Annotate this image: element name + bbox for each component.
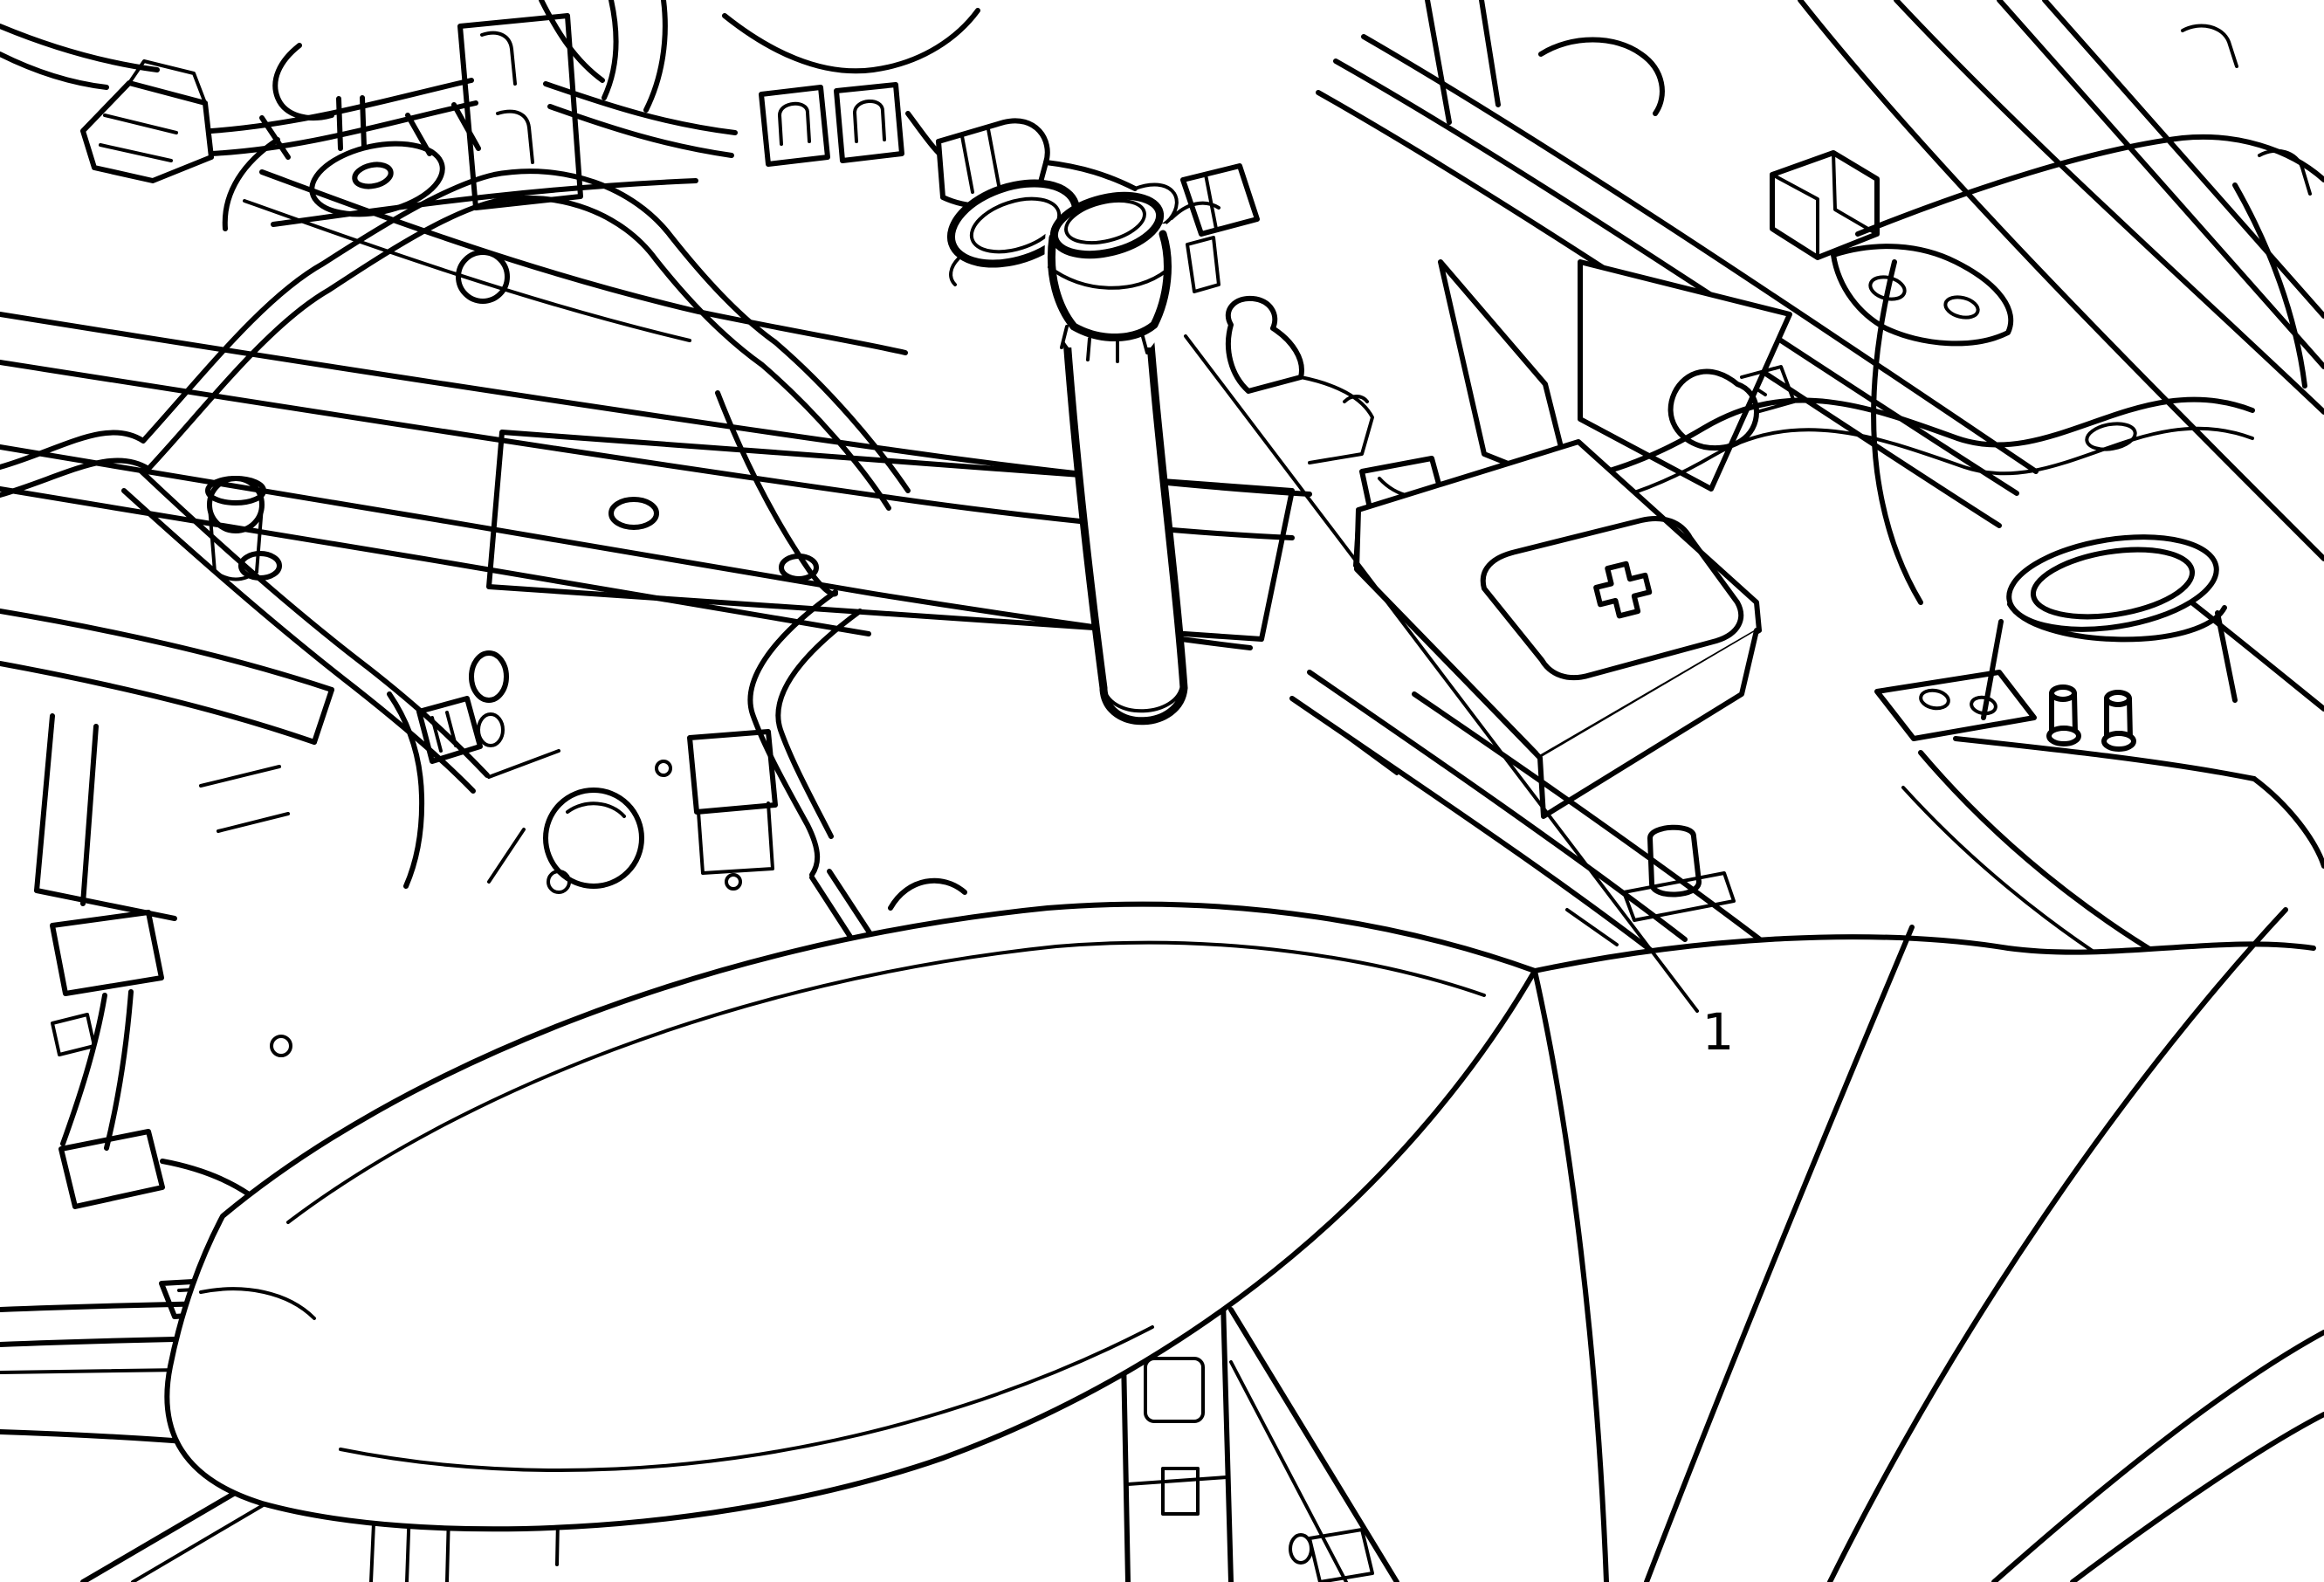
left-hose-loop <box>0 169 911 794</box>
filler-cap-open-lid <box>946 179 1081 286</box>
headlamp-assembly <box>164 901 1537 1532</box>
filler-cap <box>1044 191 1220 363</box>
fan-pulley-cluster <box>222 13 908 355</box>
cowl-panel <box>1316 0 2039 528</box>
callout-1-label: 1 <box>1702 1002 1735 1062</box>
engine-cluster <box>387 390 967 954</box>
left-lower-bracketry <box>0 609 334 1216</box>
front-fender <box>1532 907 2324 1582</box>
battery <box>1289 439 1792 965</box>
battery-holddown-stud <box>1647 824 1702 898</box>
strut-tower <box>1483 134 2324 1016</box>
wiring-harness <box>0 0 1260 237</box>
callout-1-leader <box>1184 334 1699 1013</box>
washer-fluid-filler-neck <box>946 179 1220 726</box>
suspension-studs <box>2046 684 2136 752</box>
plus-symbol <box>1593 561 1653 619</box>
battery-positive-terminal-cover <box>1480 516 1744 681</box>
